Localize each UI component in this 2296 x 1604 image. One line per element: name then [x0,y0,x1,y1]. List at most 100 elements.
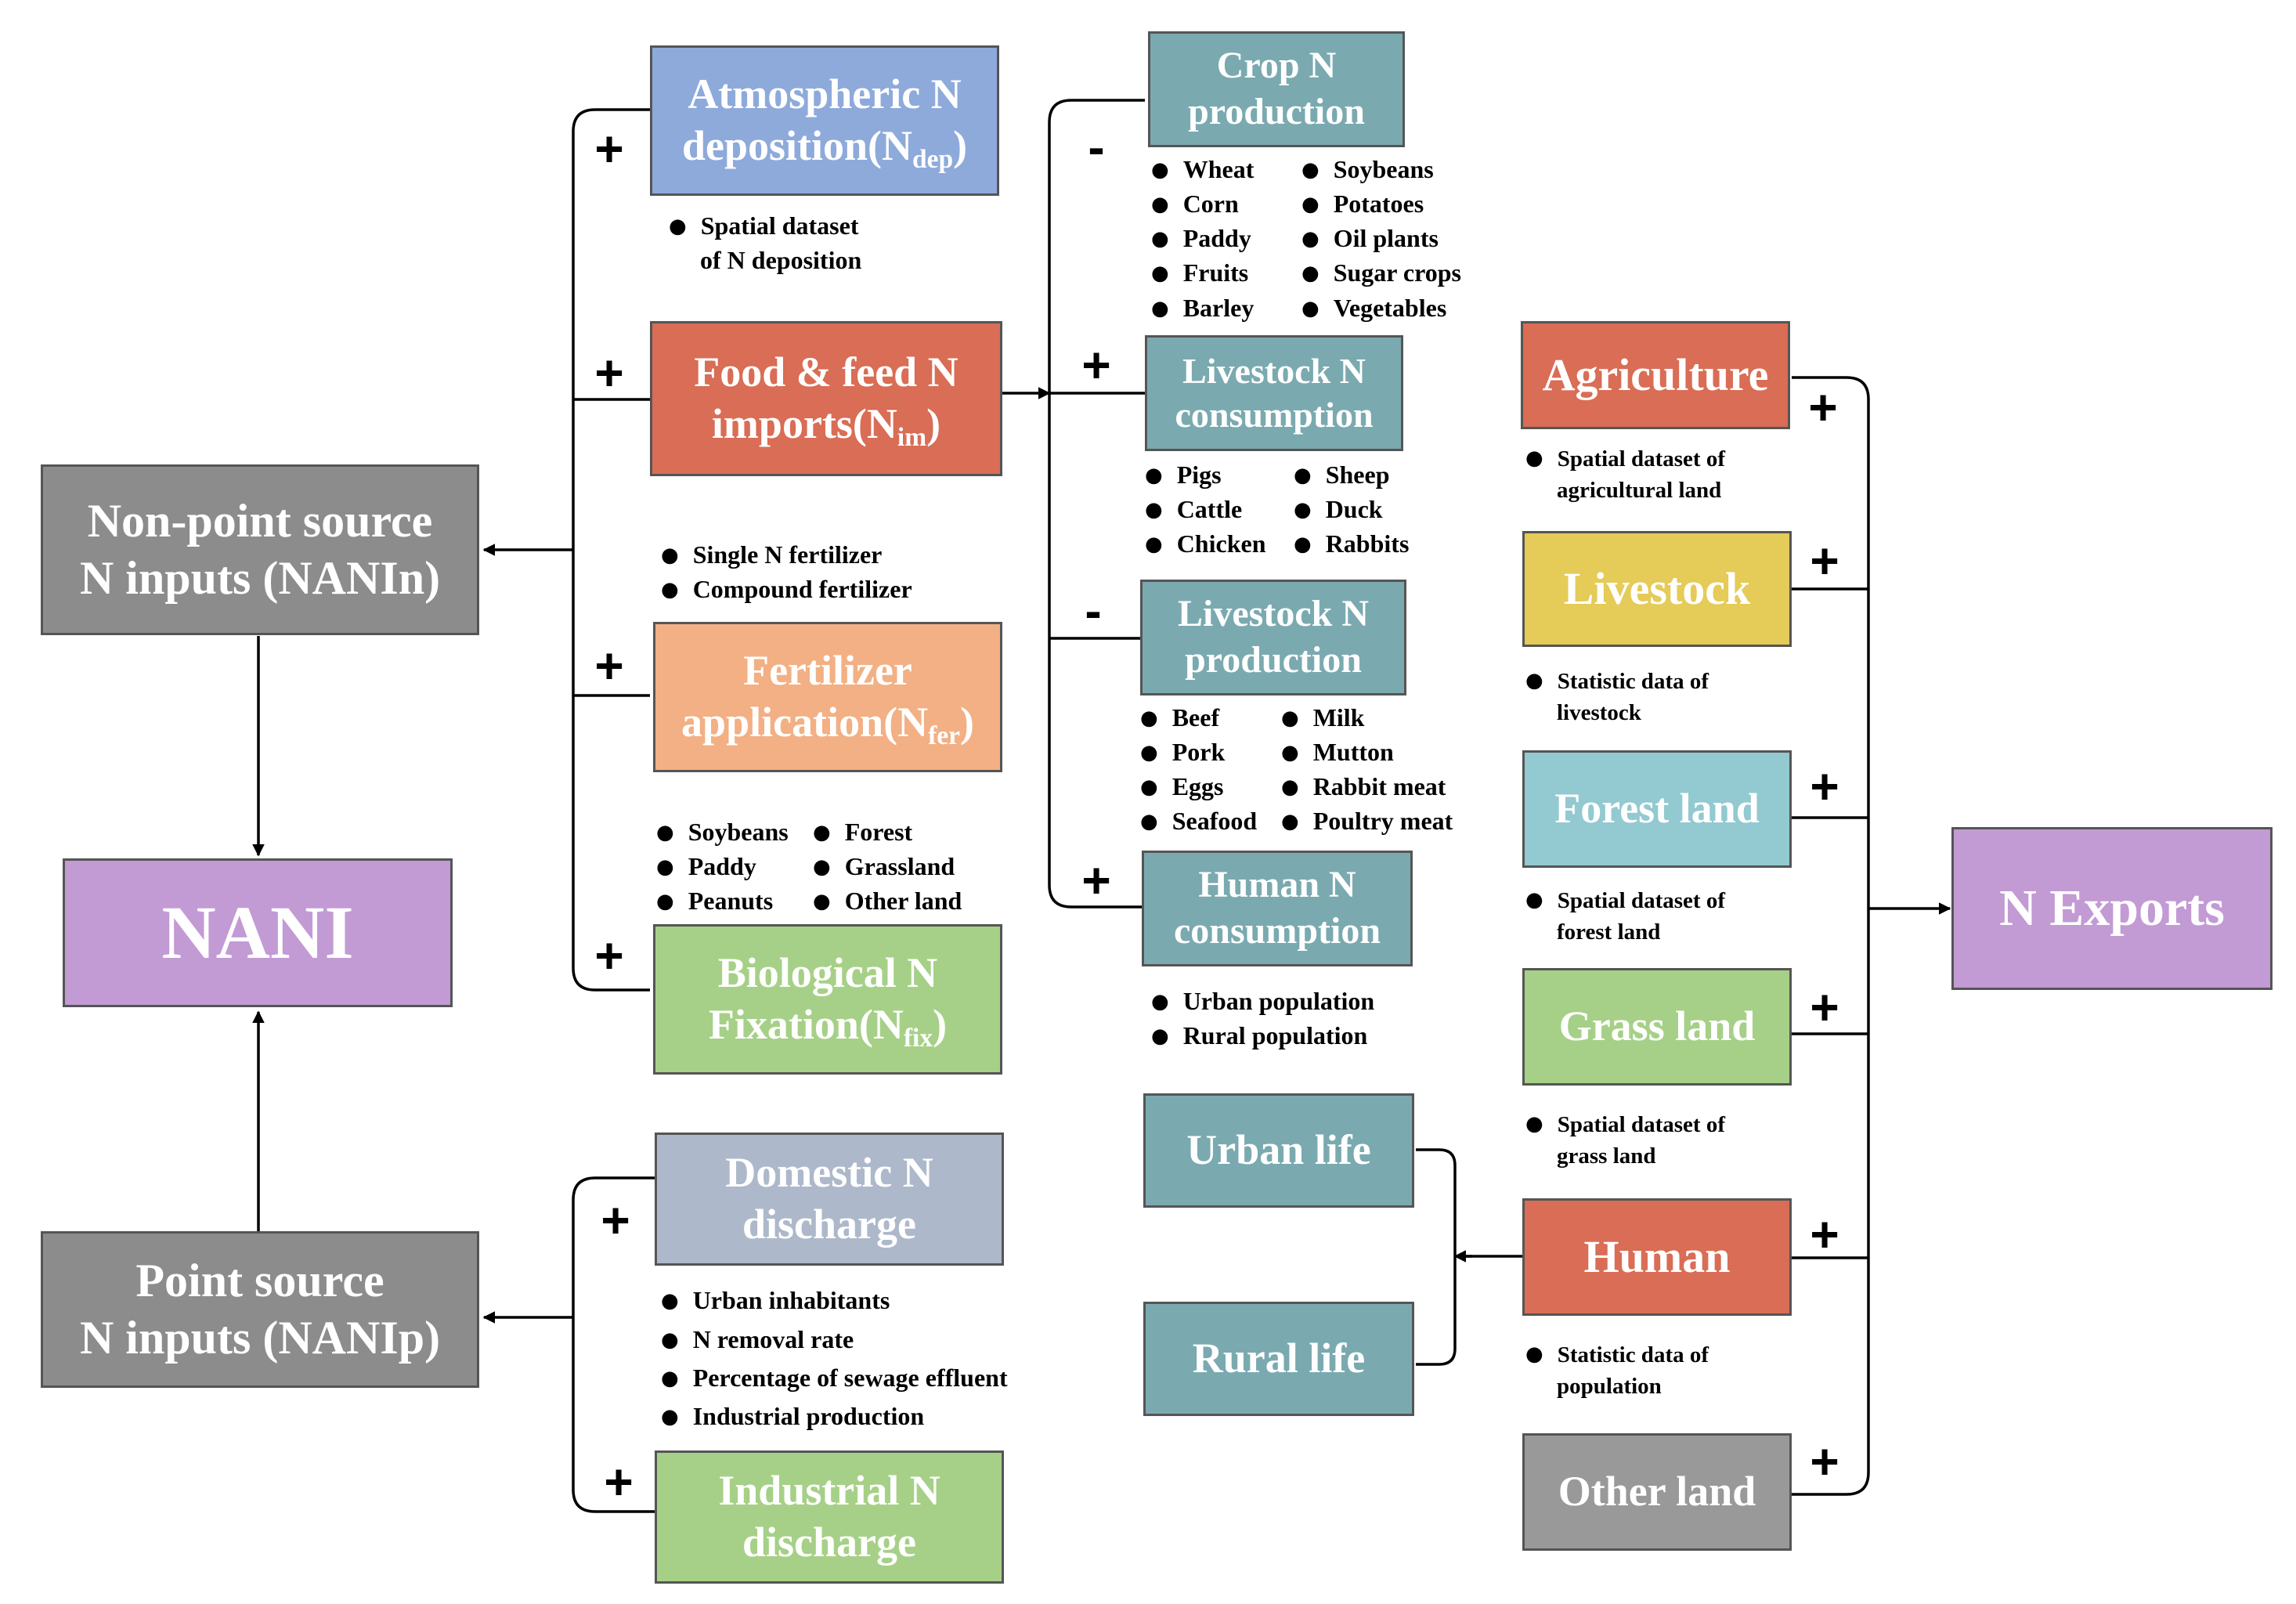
domestic-discharge-box: Domestic N discharge [655,1133,1004,1266]
sign-lcons: + [1081,337,1111,393]
list-item: Compound fertilizer [661,572,912,606]
nani-box: NANI [63,858,453,1007]
list-item: Soybeans [656,815,789,849]
list-item: Single N fertilizer [661,537,912,572]
atm-data-list: ●Spatial dataset of N deposition [669,208,861,277]
nanip-bracket [572,1176,655,1513]
list-item: Barley [1151,291,1254,325]
list-item: Grassland [813,849,962,883]
livestock-consumption-box: Livestock N consumption [1145,335,1403,451]
crop-right-list: Soybeans Potatoes Oil plants Sugar crops… [1301,152,1461,325]
list-item: Urban inhabitants [661,1281,1008,1320]
list-item: Chicken [1145,526,1266,561]
list-item: ●Spatial dataset of [1525,446,1725,471]
lprod-line-2: production [1185,639,1362,681]
life-bracket [1416,1148,1457,1366]
list-item: Urban population [1151,984,1375,1018]
livestock-production-box: Livestock N production [1140,580,1406,695]
list-item: Beef [1140,700,1257,735]
sign-agriculture: + [1808,379,1838,435]
hcons-line-2: consumption [1173,910,1381,952]
list-item: N removal rate [661,1320,1008,1360]
n-exports-label: N Exports [1999,879,2225,937]
human-pop-list: Urban population Rural population [1151,984,1375,1053]
list-item-continued: agricultural land [1557,478,1722,504]
point-line-2: N inputs (NANIp) [79,1312,441,1364]
fertilizer-application-box: Fertilizer application(Nfer) [653,622,1002,772]
livestock-data-note: ●Statistic data of livestock [1525,666,1709,728]
list-item: Sugar crops [1301,255,1461,290]
list-item-continued: grass land [1557,1143,1656,1169]
list-item: Corn [1151,186,1254,221]
list-item-continued: population [1557,1374,1662,1400]
list-item: Milk [1281,700,1453,735]
list-item: ●Statistic data of [1525,669,1709,694]
lprod-right-list: Milk Mutton Rabbit meat Poultry meat [1281,700,1453,839]
atm-line-2: deposition(Ndep) [681,122,968,175]
sign-atm: + [594,121,624,177]
bio-line-1: Biological N [717,949,938,997]
list-item: Poultry meat [1281,804,1453,838]
forest-label: Forest land [1554,785,1760,833]
list-item: Rabbit meat [1281,769,1453,804]
domestic-line-2: discharge [742,1201,916,1248]
other-land-label: Other land [1558,1468,1756,1515]
list-item: ●Spatial dataset of [1525,1112,1725,1137]
list-item: Other land [813,883,962,918]
bio-line-2: Fixation(Nfix) [708,1001,948,1053]
list-item: Forest [813,815,962,849]
list-item: Percentage of sewage effluent [661,1359,1008,1398]
human-consumption-box: Human N consumption [1142,851,1413,966]
list-item: Rabbits [1294,526,1410,561]
list-item: Wheat [1151,152,1254,186]
other-land-box: Other land [1522,1433,1792,1551]
fert-types-list: Single N fertilizer Compound fertilizer [661,537,912,606]
fert-line-1: Fertilizer [743,647,912,695]
fix-left-list: Soybeans Paddy Peanuts [656,815,789,918]
sign-food: + [594,345,624,401]
list-item: Industrial production [661,1399,925,1433]
exports-bracket [1792,376,1870,1496]
nanin-bracket [572,108,650,992]
grass-land-box: Grass land [1522,968,1792,1086]
sign-livestock: + [1810,533,1839,589]
human-data-note: ●Statistic data of population [1525,1339,1709,1402]
livestock-label: Livestock [1563,562,1751,614]
industrial-line-2: discharge [742,1519,916,1566]
human-label: Human [1583,1230,1731,1282]
point-line-1: Point source [135,1254,384,1306]
crop-line-2: production [1188,91,1365,132]
agri-data-note: ●Spatial dataset of agricultural land [1525,443,1725,506]
sign-industrial: + [604,1454,634,1510]
list-item: Vegetables [1301,291,1461,325]
urban-life-label: Urban life [1186,1126,1371,1174]
list-item: Pigs [1145,457,1265,492]
industrial-discharge-box: Industrial N discharge [655,1450,1004,1584]
list-item: Mutton [1281,735,1453,769]
hcons-line-1: Human N [1198,864,1356,906]
list-item: Peanuts [656,883,789,918]
human-box: Human [1522,1198,1792,1316]
sign-fert: + [594,638,624,694]
atmospheric-deposition-box: Atmospheric N deposition(Ndep) [650,45,999,196]
non-point-source-box: Non-point source N inputs (NANIn) [41,464,479,635]
list-item-continued: of N deposition [700,246,862,275]
list-item-continued: livestock [1557,700,1641,726]
lcons-left-list: Pigs Cattle Chicken [1145,457,1266,561]
agriculture-box: Agriculture [1521,321,1790,429]
urban-life-box: Urban life [1143,1093,1414,1208]
crop-line-1: Crop N [1216,45,1337,87]
sign-hcons: + [1081,852,1111,909]
sign-bio: + [594,927,624,984]
food-feed-imports-box: Food & feed N imports(Nim) [650,321,1002,476]
lcons-right-list: Sheep Duck Rabbits [1294,457,1410,561]
list-item: Pork [1140,735,1257,769]
list-item-continued: forest land [1557,919,1661,945]
sign-forest: + [1810,758,1839,815]
sign-grass: + [1810,979,1839,1035]
list-item: ●Spatial dataset of [1525,888,1725,913]
livestock-box: Livestock [1522,531,1792,647]
lcons-line-2: consumption [1175,395,1374,435]
nani-label: NANI [161,891,354,975]
list-item: Sheep [1294,457,1409,492]
